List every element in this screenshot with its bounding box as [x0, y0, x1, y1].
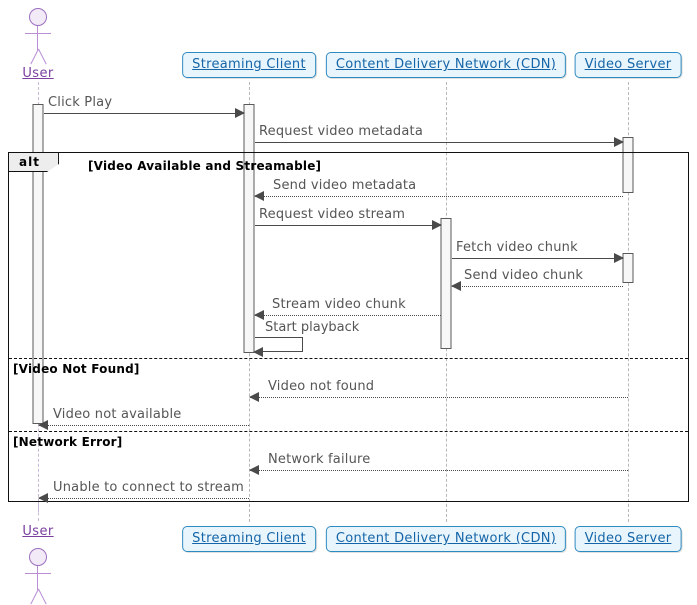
- message-line: [452, 286, 623, 287]
- actor-leg-left-icon: [30, 48, 39, 65]
- lifeline-server: [628, 82, 629, 522]
- actor-label-user-bottom: User: [22, 524, 54, 539]
- actor-leg-right-icon: [38, 48, 47, 65]
- participant-cdn-top[interactable]: Content Delivery Network (CDN): [325, 52, 567, 78]
- message-label: Video not available: [53, 407, 182, 422]
- message-label: Click Play: [48, 95, 113, 110]
- alt-divider-branch-3: [9, 431, 688, 432]
- alt-divider-branch-2: [9, 358, 688, 359]
- arrowhead-left-icon: [253, 347, 263, 357]
- actor-head-icon: [29, 8, 47, 26]
- arrowhead-left-icon: [249, 392, 259, 402]
- message-label: Request video stream: [259, 207, 406, 222]
- message-label: Send video chunk: [464, 268, 584, 283]
- arrowhead-left-icon: [254, 191, 264, 201]
- activation-client: [243, 104, 255, 353]
- actor-user-top: User: [22, 8, 53, 86]
- alt-guard-branch-1: [Video Available and Streamable]: [88, 159, 322, 173]
- actor-leg-left-icon: [30, 588, 39, 605]
- alt-operator-tab: alt: [9, 153, 59, 172]
- actor-body-icon: [37, 566, 38, 590]
- message-start-playback: Start playback: [253, 320, 359, 357]
- lifeline-user-bottom: [38, 501, 39, 521]
- message-label: Network failure: [268, 452, 371, 467]
- participant-video-server-bottom[interactable]: Video Server: [574, 526, 682, 552]
- actor-arms-icon: [25, 573, 51, 574]
- participant-video-server-top[interactable]: Video Server: [574, 52, 682, 78]
- actor-arms-icon: [25, 33, 51, 34]
- self-message-loop: [255, 337, 303, 352]
- arrowhead-left-icon: [38, 493, 48, 503]
- participant-cdn-bottom[interactable]: Content Delivery Network (CDN): [325, 526, 567, 552]
- arrowhead-left-icon: [249, 465, 259, 475]
- participant-streaming-client-top[interactable]: Streaming Client: [182, 52, 316, 78]
- alt-guard-branch-2: [Video Not Found]: [13, 362, 140, 376]
- actor-leg-right-icon: [38, 588, 47, 605]
- message-label: Video not found: [268, 379, 375, 394]
- arrowhead-right-icon: [614, 253, 624, 263]
- message-label: Unable to connect to stream: [53, 480, 244, 495]
- message-label: Fetch video chunk: [456, 240, 578, 255]
- message-line: [250, 397, 628, 398]
- message-line: [250, 470, 628, 471]
- arrowhead-right-icon: [614, 137, 624, 147]
- message-label: Start playback: [265, 320, 360, 335]
- actor-head-icon: [29, 548, 47, 566]
- message-label: Send video metadata: [273, 178, 417, 193]
- message-line: [255, 142, 623, 143]
- arrowhead-left-icon: [38, 420, 48, 430]
- message-line: [255, 225, 441, 226]
- activation-server-2: [622, 253, 634, 283]
- message-line: [39, 425, 249, 426]
- arrowhead-left-icon: [254, 310, 264, 320]
- actor-body-icon: [37, 26, 38, 50]
- alt-guard-branch-3: [Network Error]: [13, 435, 123, 449]
- arrowhead-right-icon: [432, 220, 442, 230]
- message-label: Stream video chunk: [272, 297, 406, 312]
- arrowhead-left-icon: [451, 281, 461, 291]
- participant-streaming-client-bottom[interactable]: Streaming Client: [182, 526, 316, 552]
- message-line: [255, 196, 623, 197]
- message-line: [39, 498, 249, 499]
- arrowhead-right-icon: [235, 108, 245, 118]
- message-line: [255, 315, 441, 316]
- message-line: [452, 258, 623, 259]
- message-label: Request video metadata: [259, 124, 423, 139]
- activation-server-1: [622, 137, 634, 193]
- alt-fragment-frame: [8, 152, 689, 502]
- message-line: [44, 113, 244, 114]
- actor-user-bottom: [25, 548, 51, 605]
- actor-label-user-top: User: [22, 66, 54, 81]
